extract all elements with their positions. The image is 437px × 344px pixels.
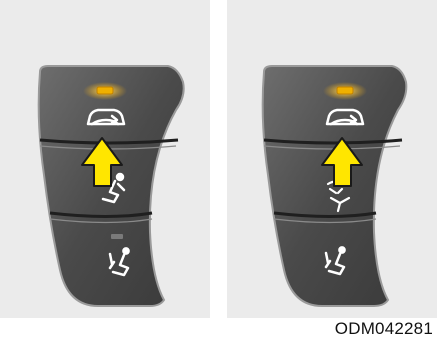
right-control-unit bbox=[263, 66, 407, 306]
right-indicator-light bbox=[323, 82, 367, 100]
image-code-label: ODM042281 bbox=[335, 319, 433, 339]
left-indicator-light bbox=[83, 82, 127, 100]
floor-vent-indicator bbox=[111, 234, 123, 239]
left-control-unit bbox=[39, 66, 184, 306]
